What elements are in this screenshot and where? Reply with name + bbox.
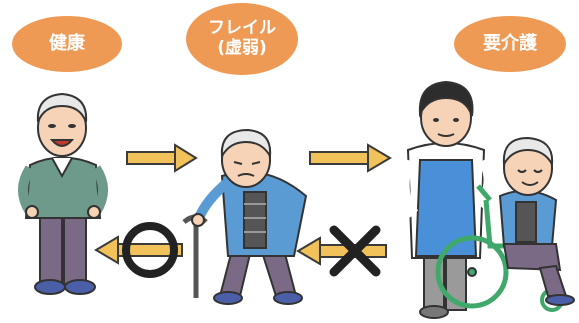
arrow-healthy-to-frailty-icon <box>126 143 198 173</box>
circle-mark-icon <box>122 222 178 278</box>
hunched-elderly-man-with-cane-icon <box>182 128 308 305</box>
frailty-stage-badge: フレイル (虚弱) <box>186 3 298 75</box>
arrow-frailty-to-care-icon <box>309 143 392 173</box>
care-stage-badge: 要介護 <box>454 16 566 72</box>
healthy-stage-label: 健康 <box>49 32 85 54</box>
care-stage-label: 要介護 <box>483 32 537 54</box>
elderly-man-in-wheelchair-icon <box>435 136 575 312</box>
frailty-stage-sublabel: (虚弱) <box>217 38 267 58</box>
healthy-stage-badge: 健康 <box>12 16 122 72</box>
arrow-frailty-to-healthy-icon <box>94 235 183 265</box>
cross-mark-icon <box>329 225 381 277</box>
caregiver-in-apron-icon <box>398 80 495 319</box>
smiling-elderly-man-icon <box>18 92 108 295</box>
frailty-stage-label: フレイル <box>208 18 276 39</box>
